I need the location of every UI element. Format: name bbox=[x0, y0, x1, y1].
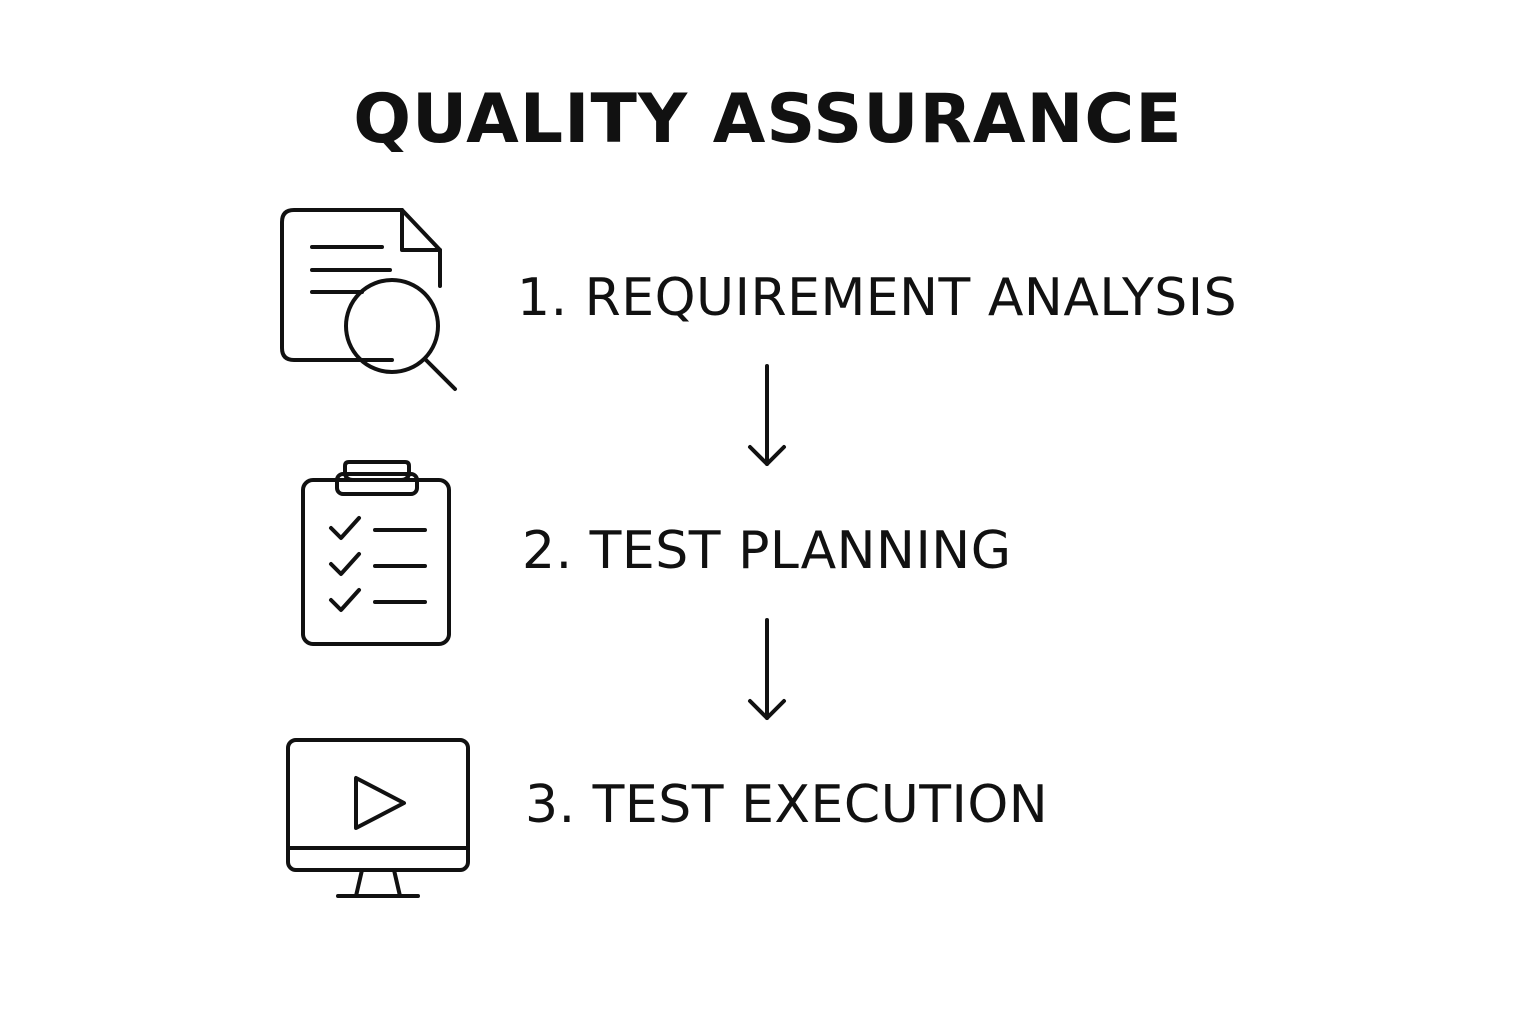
clipboard-checklist-icon bbox=[301, 460, 451, 646]
arrow-down-icon bbox=[748, 364, 786, 466]
step-label-requirement-analysis: 1. REQUIREMENT ANALYSIS bbox=[517, 268, 1238, 328]
monitor-play-icon bbox=[286, 738, 470, 898]
step-label-test-planning: 2. TEST PLANNING bbox=[522, 521, 1012, 581]
document-search-icon bbox=[280, 208, 457, 391]
arrow-down-icon bbox=[748, 618, 786, 720]
diagram-title: QUALITY ASSURANCE bbox=[353, 80, 1183, 159]
step-label-test-execution: 3. TEST EXECUTION bbox=[525, 775, 1049, 835]
